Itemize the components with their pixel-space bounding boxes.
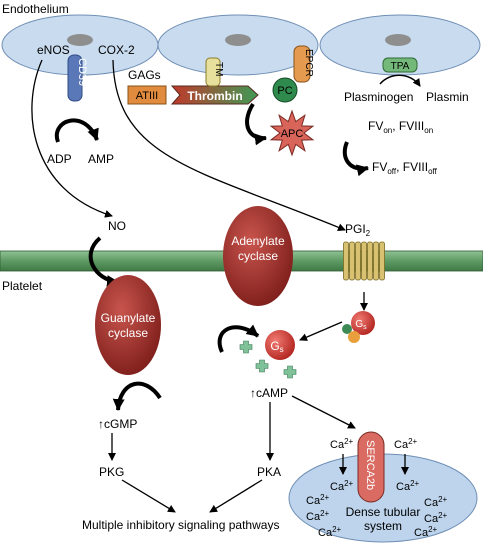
gs-alpha-receptor [351, 311, 375, 335]
adp-to-amp-arrow [54, 118, 99, 143]
calcium-ion-label: Ca2+ [330, 479, 354, 493]
guanylate-label-2: cyclase [108, 326, 148, 340]
adenylate-cyclase [223, 206, 293, 306]
gs-gamma [342, 324, 352, 334]
camp-to-serca-arrow [291, 395, 356, 429]
gags-label: GAGs [128, 68, 161, 82]
calcium-ions: Ca2+Ca2+Ca2+Ca2+Ca2+Ca2+Ca2+Ca2+Ca2+Ca2+ [306, 437, 448, 539]
guanylate-cyclase [95, 275, 161, 375]
plasmin-label: Plasmin [426, 90, 469, 104]
apc-label: APC [281, 128, 304, 140]
gs-alpha-active [265, 330, 295, 360]
amp-label: AMP [88, 152, 114, 166]
gs-label-2: Gs [270, 339, 283, 354]
receptor-helix [373, 241, 379, 281]
endothelium-label: Endothelium [2, 2, 69, 16]
plasminogen-to-plasmin-arrow [379, 74, 421, 87]
calcium-ion-label: Ca2+ [394, 437, 418, 451]
receptor-helix [355, 241, 361, 281]
cd39-label: CD39 [76, 58, 88, 86]
no-label: NO [108, 219, 126, 233]
atiii-label: ATIII [136, 90, 158, 102]
pkg-to-pathways-arrow [121, 479, 176, 513]
adp-label: ADP [47, 152, 72, 166]
dts-label-1: Dense tubular [346, 505, 421, 519]
platelet-label: Platelet [2, 279, 43, 293]
cgmp-label: ↑cGMP [98, 417, 137, 431]
thrombin-arrow-shape [170, 85, 259, 105]
epcr-label: EPCR [303, 49, 314, 77]
calcium-ion-label: Ca2+ [318, 525, 342, 539]
pgi2-label: PGI2 [345, 222, 371, 238]
epcr-receptor: EPCR [293, 45, 314, 83]
camp-label: ↑cAMP [250, 386, 288, 400]
gs-activation-arrow [299, 321, 343, 341]
enos-to-no-arrow [31, 59, 113, 218]
receptor-helix [349, 241, 355, 281]
calcium-ion-label: Ca2+ [306, 509, 330, 523]
calcium-ion-label: Ca2+ [424, 511, 448, 525]
plasminogen-label: Plasminogen [344, 90, 413, 104]
thrombin-label: Thrombin [187, 89, 242, 103]
adenylate-label-2: cyclase [238, 249, 278, 263]
cox2-to-pgi2-arrow [112, 59, 346, 232]
calcium-ion-label: Ca2+ [396, 479, 420, 493]
receptor-helix [379, 241, 385, 281]
calcium-ion-label: Ca2+ [306, 493, 330, 507]
tm-receptor: TM [205, 57, 224, 87]
pkg-label: PKG [99, 465, 124, 479]
tpa-receptor: TPA [382, 57, 418, 73]
pka-to-pathways-arrow [209, 479, 263, 513]
nucleus-right [385, 34, 411, 46]
dts-label-2: system [364, 519, 402, 533]
receptor-helix [367, 241, 373, 281]
plus-sign [239, 340, 253, 354]
receptor-helix [361, 241, 367, 281]
nucleus-left [67, 34, 93, 46]
serca2b-pump [357, 431, 385, 503]
pgi2-receptor [343, 241, 385, 281]
calcium-ion-label: Ca2+ [330, 437, 354, 451]
guanylate-label-1: Guanylate [101, 311, 156, 325]
endothelial-cells [1, 14, 481, 76]
atiii-box [127, 85, 167, 105]
nucleus-middle [225, 34, 251, 46]
enos-label: eNOS [37, 43, 70, 57]
cd39-receptor: CD39 [67, 54, 88, 102]
guanylate-to-cgmp-arrow [112, 381, 162, 411]
pka-label: PKA [257, 465, 281, 479]
apc-star [269, 109, 315, 157]
multiple-pathways-label: Multiple inhibitory signaling pathways [82, 518, 279, 532]
gs-beta [348, 331, 360, 343]
pc-label: PC [277, 85, 292, 97]
fv-fviii-off: FVoff, FVIIIoff [372, 160, 438, 176]
plus-sign [283, 365, 297, 379]
plus-sign [255, 359, 269, 373]
plus-signs [239, 340, 297, 379]
apc-inactivation-arrow [342, 141, 369, 177]
receptor-helix [343, 241, 349, 281]
cox2-label: COX-2 [98, 43, 135, 57]
no-to-guanylate-arrow [88, 236, 119, 288]
adenylate-label-1: Adenylate [231, 234, 285, 248]
gs-to-adenylate-arrow [217, 324, 260, 353]
calcium-ion-label: Ca2+ [424, 495, 448, 509]
serca2b-label: SERCA2b [364, 440, 376, 490]
gs-label-1: Gs [355, 319, 367, 331]
fv-fviii-on: FVon, FVIIIon [368, 119, 433, 135]
calcium-ion-label: Ca2+ [414, 525, 438, 539]
tpa-label: TPA [391, 61, 410, 72]
tm-label: TM [213, 62, 224, 76]
pc-circle [272, 77, 298, 103]
pc-to-apc-arrow [245, 102, 267, 146]
